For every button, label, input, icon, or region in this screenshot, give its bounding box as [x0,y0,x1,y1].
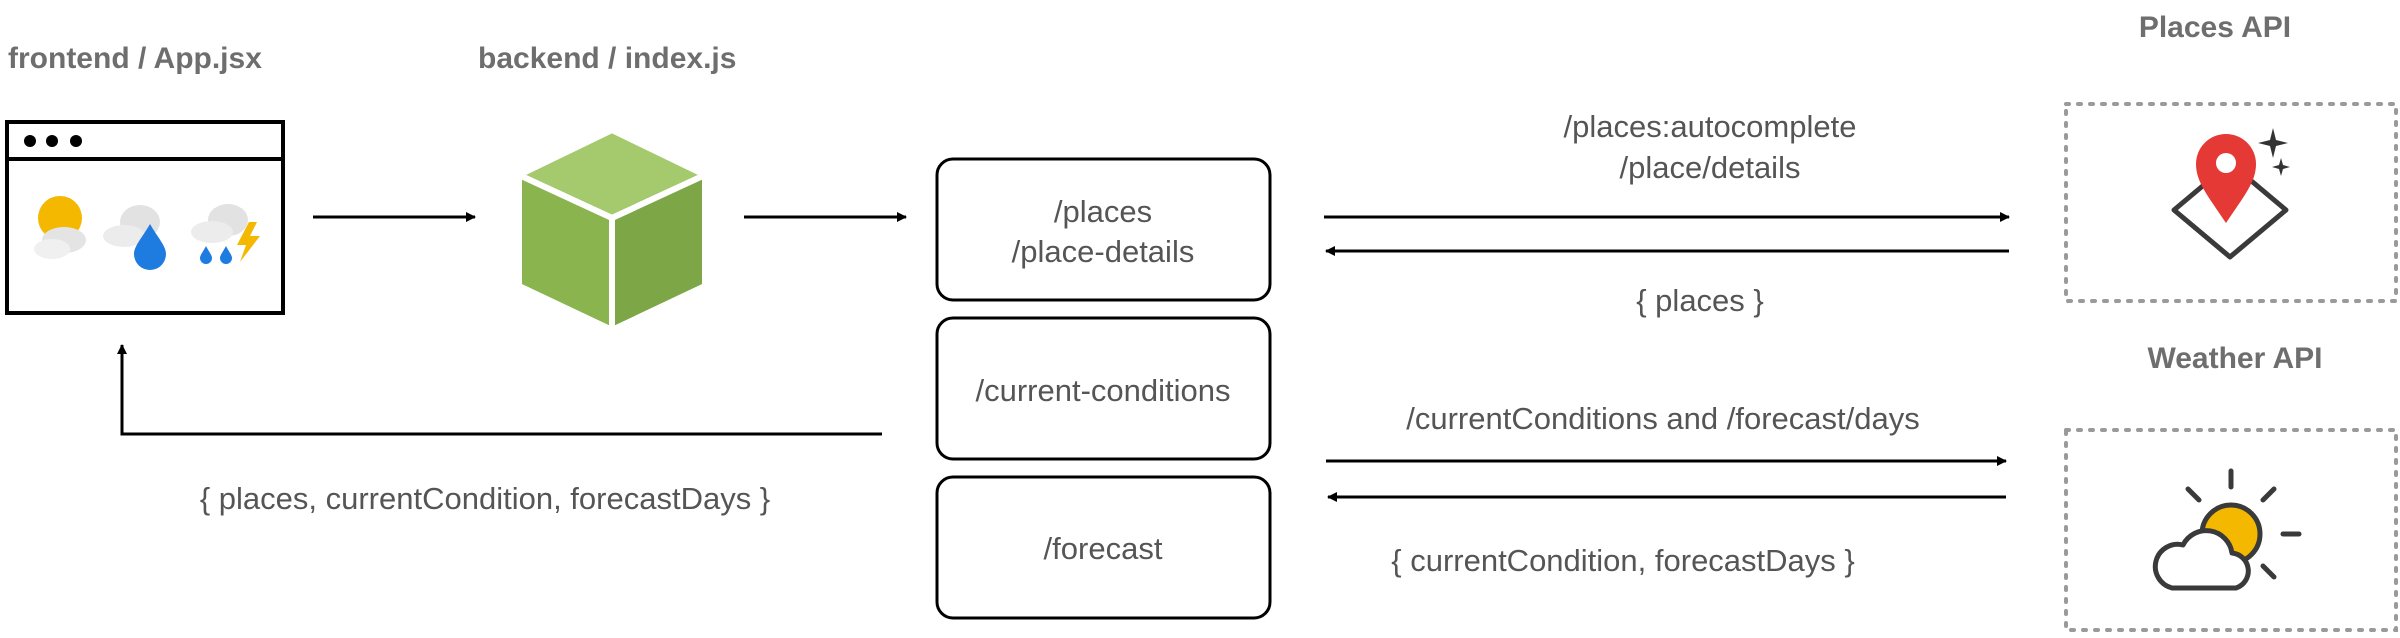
route-box-forecast: /forecast [935,475,1272,620]
arrow-response-to-frontend [117,344,882,436]
weather-request-label: /currentConditions and /forecast/days [1406,401,1920,436]
cube-icon [516,127,708,333]
frontend-response-label: { places, currentCondition, forecastDays… [200,481,770,516]
weather-api-title: Weather API [2147,342,2322,375]
weather-api-box [2064,428,2398,632]
sun-cloud-weather-icon [34,196,86,259]
places-request-label-2: /place/details [1620,150,1801,185]
route-places-label: /places [1054,194,1152,229]
frontend-title: frontend / App.jsx [8,42,262,75]
route-forecast-label: /forecast [1044,531,1163,566]
sun-cloud-icon [2152,468,2302,591]
route-current-conditions-label: /current-conditions [975,373,1230,408]
route-box-places: /places /place-details [935,157,1272,302]
route-place-details-label: /place-details [1012,234,1195,269]
backend-title: backend / index.js [478,42,736,75]
places-request-label-1: /places:autocomplete [1564,109,1857,144]
route-box-current-conditions: /current-conditions [935,316,1272,461]
map-pin-icon [2171,128,2290,260]
rain-cloud-weather-icon [103,205,166,270]
browser-window-icon [5,120,285,315]
places-response-label: { places } [1636,283,1764,318]
places-api-title: Places API [2139,11,2291,44]
weather-response-label: { currentCondition, forecastDays } [1391,543,1855,578]
storm-cloud-weather-icon [191,204,260,264]
